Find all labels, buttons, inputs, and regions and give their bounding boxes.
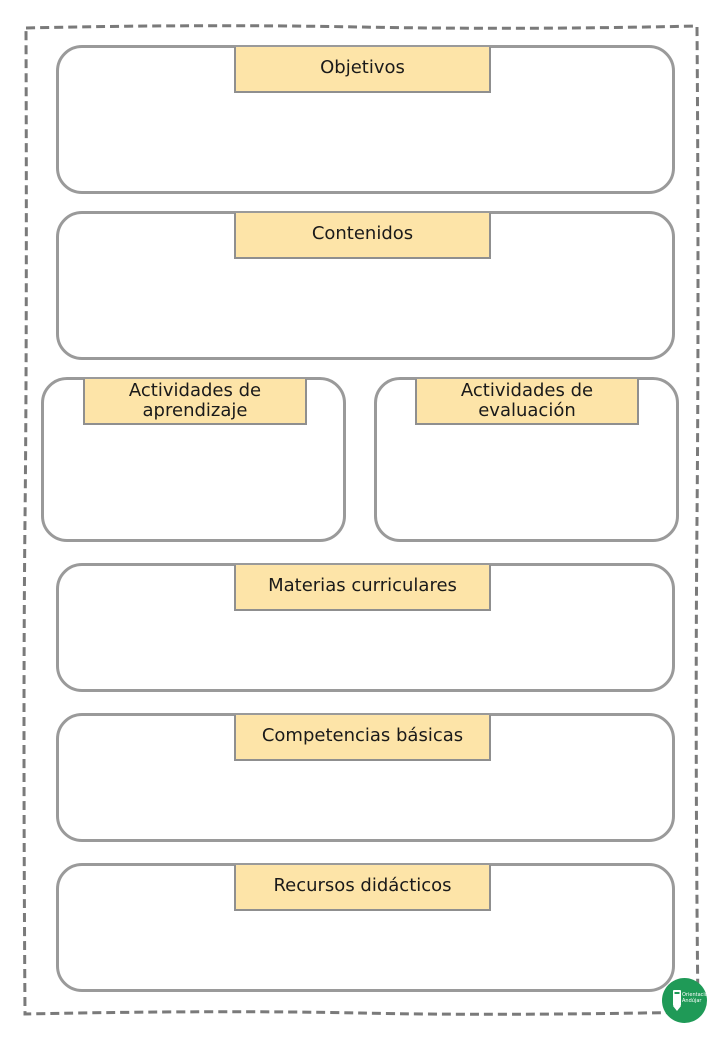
competencias-basicas-title: Competencias básicas xyxy=(261,725,464,746)
logo-text-line1: Orientación xyxy=(682,992,712,998)
actividades-aprendizaje-title-line1: Actividades de xyxy=(128,380,262,401)
recursos-didacticos-title: Recursos didácticos xyxy=(273,875,452,896)
recursos-didacticos-label: Recursos didácticos xyxy=(234,865,491,911)
brand-logo: Orientación Andújar xyxy=(662,978,711,1023)
objetivos-label: Objetivos xyxy=(234,47,491,93)
materias-curriculares-title: Materias curriculares xyxy=(268,575,457,596)
logo-text-line2: Andújar xyxy=(682,998,702,1004)
competencias-basicas-label: Competencias básicas xyxy=(234,715,491,761)
actividades-aprendizaje-title-line2: aprendizaje xyxy=(142,400,248,421)
actividades-aprendizaje-label: Actividades de aprendizaje xyxy=(83,379,307,425)
contenidos-label: Contenidos xyxy=(234,213,491,259)
logo-text: Orientación Andújar xyxy=(682,992,711,1004)
objetivos-title: Objetivos xyxy=(320,57,405,78)
actividades-evaluacion-title-line1: Actividades de xyxy=(460,380,594,401)
materias-curriculares-label: Materias curriculares xyxy=(234,565,491,611)
contenidos-title: Contenidos xyxy=(311,223,414,244)
pencil-logo-icon xyxy=(673,990,681,1011)
actividades-evaluacion-title-line2: evaluación xyxy=(478,400,576,421)
actividades-evaluacion-label: Actividades de evaluación xyxy=(415,379,639,425)
